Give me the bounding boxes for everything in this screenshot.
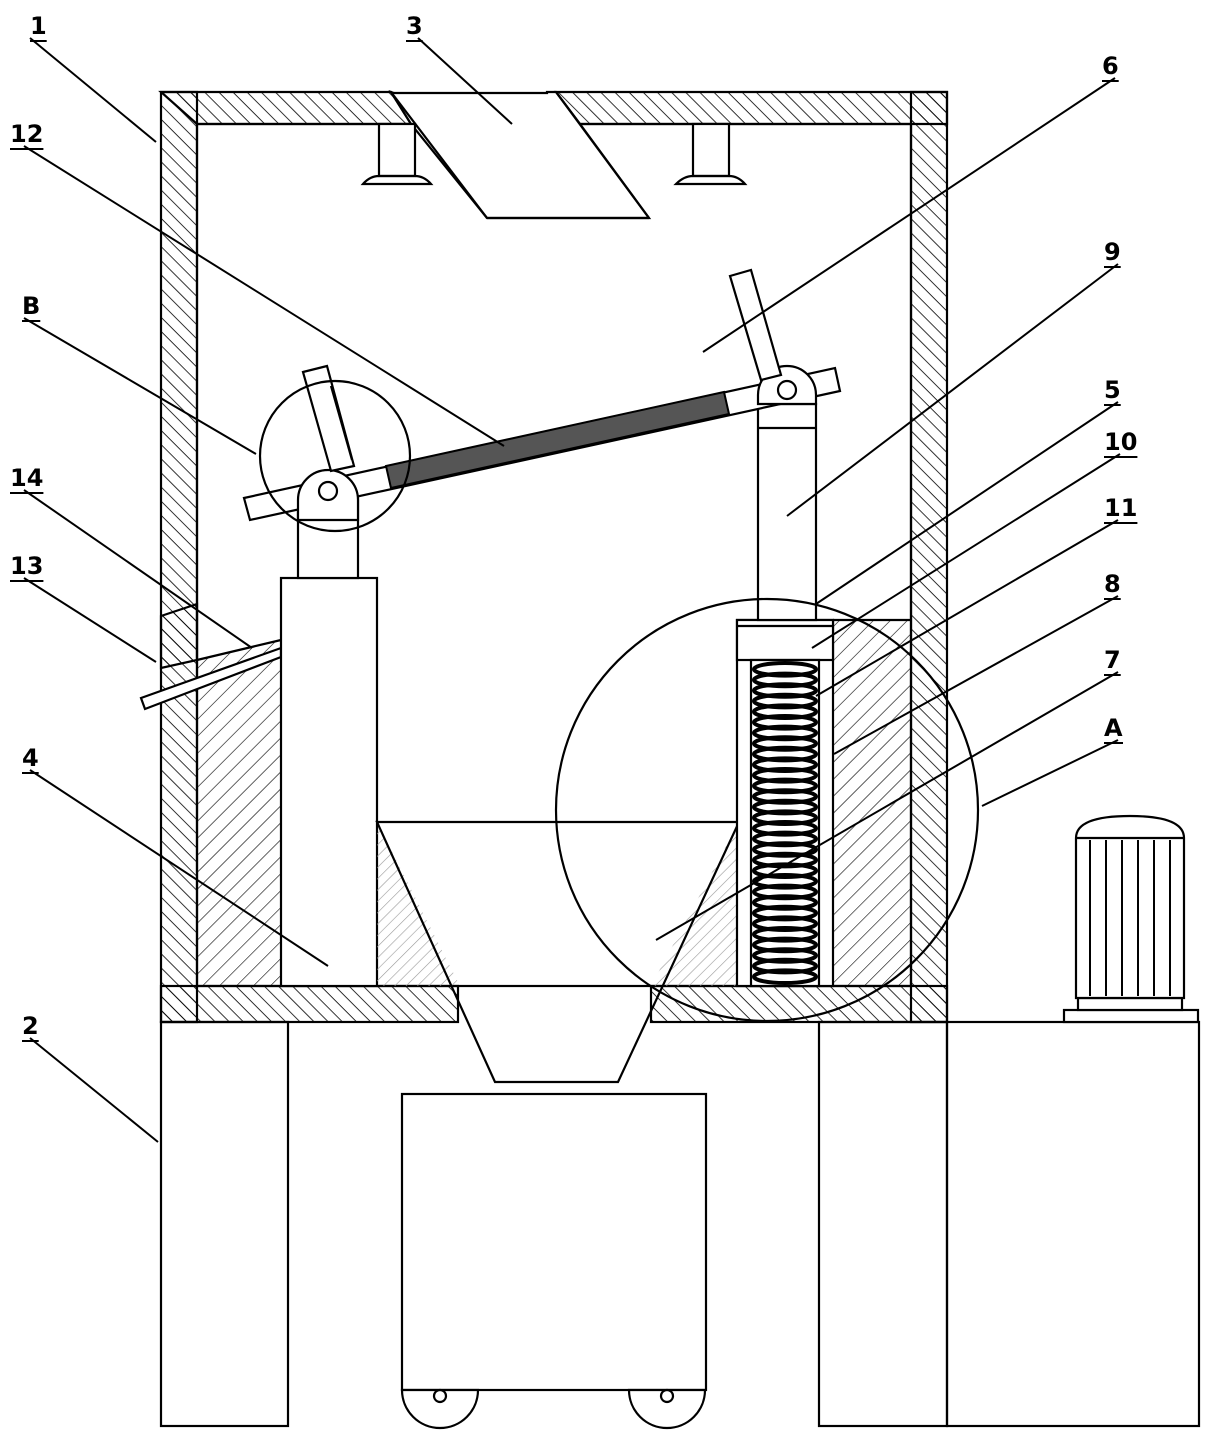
left-column — [281, 492, 377, 986]
label-14: 14 — [10, 464, 43, 492]
right-hinge-pin — [778, 381, 796, 399]
hopper — [377, 822, 739, 1082]
housing-bottom-wall-right — [651, 986, 947, 1022]
motor-mount-plate — [1064, 1010, 1198, 1022]
label-11: 11 — [1104, 494, 1137, 522]
label-7: 7 — [1104, 646, 1121, 674]
left-support-column — [281, 578, 377, 986]
label-13: 13 — [10, 552, 43, 580]
label-b: B — [22, 292, 40, 320]
leg-right — [819, 1022, 947, 1426]
nozzle-right — [693, 124, 729, 176]
left-hinge-pin — [319, 482, 337, 500]
motor-body — [1076, 816, 1184, 998]
collection-cart — [402, 1094, 706, 1428]
label-9: 9 — [1104, 238, 1121, 266]
label-12: 12 — [10, 120, 43, 148]
right-lever — [730, 270, 781, 380]
housing-bottom-wall-left — [161, 986, 458, 1022]
label-1: 1 — [30, 12, 47, 40]
label-3: 3 — [406, 12, 423, 40]
right-spring-assembly — [737, 404, 911, 986]
piston-rod — [758, 404, 816, 620]
label-6: 6 — [1102, 52, 1119, 80]
label-8: 8 — [1104, 570, 1121, 598]
housing-left-wall — [161, 92, 197, 1022]
label-2: 2 — [22, 1012, 39, 1040]
label-4: 4 — [22, 744, 39, 772]
screen-frame — [244, 270, 840, 520]
nozzle-left — [379, 124, 415, 176]
motor-foot — [1078, 998, 1182, 1010]
motor-base — [947, 1022, 1199, 1426]
leg-left — [161, 1022, 288, 1426]
housing-right-wall — [911, 92, 947, 1022]
motor — [1064, 816, 1198, 1022]
housing-top-wall-right — [556, 92, 947, 124]
screen-mesh — [386, 392, 729, 488]
label-a: A — [1104, 714, 1123, 742]
label-10: 10 — [1104, 428, 1137, 456]
housing-top-wall-left — [161, 92, 411, 124]
cart-body — [402, 1094, 706, 1390]
label-5: 5 — [1104, 376, 1121, 404]
